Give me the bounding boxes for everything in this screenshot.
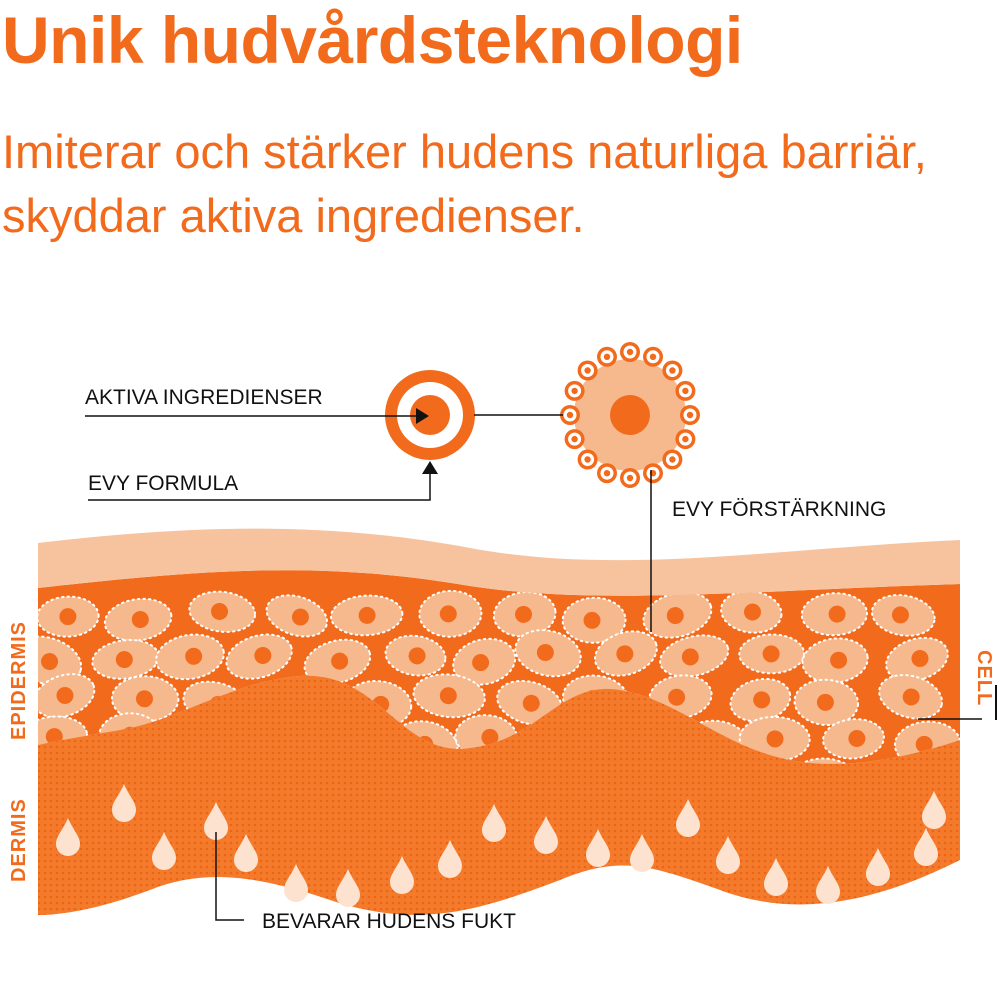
- reinforcement-particle: [620, 342, 640, 362]
- skin-cell: [720, 590, 783, 634]
- reinforcement-particle: [597, 463, 617, 484]
- reinforcement-particle: [564, 429, 585, 450]
- reinforcement-particle: [675, 429, 696, 450]
- skin-cell: [418, 589, 483, 638]
- formula-label: EVY FORMULA: [88, 472, 238, 495]
- reinforcement-particle: [620, 468, 640, 488]
- reinforcement-particle: [597, 346, 617, 367]
- moisture-droplet: [152, 832, 176, 870]
- skin-cell: [492, 591, 557, 638]
- skin-cell: [303, 638, 372, 685]
- reinforcement-particle: [662, 449, 683, 470]
- skin-cell: [330, 594, 404, 637]
- moisture-droplet: [534, 816, 558, 854]
- moisture-droplet: [676, 799, 700, 837]
- skin-cell: [188, 590, 257, 633]
- reinforcement-particle: [577, 360, 598, 381]
- skin-cell: [412, 673, 486, 719]
- epidermis-label: EPIDERMIS: [8, 621, 30, 740]
- page-subtitle: Imiterar och stärker hudens naturliga ba…: [2, 125, 927, 242]
- skin-cell: [793, 678, 860, 727]
- reinforcement-particle: [675, 380, 696, 401]
- reinforcement-particle: [577, 449, 598, 470]
- skin-cell: [265, 594, 329, 638]
- stratum-corneum-layer: [38, 528, 960, 596]
- skin-cell: [514, 629, 582, 678]
- moisture-droplet: [914, 828, 938, 866]
- skin-cell: [594, 630, 658, 677]
- moisture-droplet: [438, 840, 462, 878]
- skin-cell: [225, 633, 293, 680]
- reinforcement-particle: [564, 380, 585, 401]
- moisture-droplet: [866, 848, 890, 886]
- skin-cell: [885, 636, 949, 682]
- moisture-droplet: [630, 834, 654, 872]
- droplet-group: [56, 784, 946, 907]
- skin-cell: [452, 637, 517, 686]
- skin-cell: [659, 634, 730, 678]
- connector-lines: [85, 408, 997, 921]
- skin-cell: [38, 635, 83, 686]
- skin-cell: [642, 591, 713, 639]
- reinforcement-particle: [560, 405, 580, 425]
- moisture-droplet: [284, 864, 308, 902]
- skin-cell: [38, 595, 100, 638]
- moisture-droplet: [922, 791, 946, 829]
- skin-cell: [878, 674, 943, 720]
- formula-icon: [385, 370, 475, 460]
- moisture-droplet: [204, 802, 228, 840]
- page-title: Unik hudvårdsteknologi: [2, 3, 743, 77]
- active-ingredients-label: AKTIVA INGREDIENSER: [85, 386, 323, 409]
- reinforcement-particle: [662, 360, 683, 381]
- skin-cell: [38, 673, 96, 719]
- moisture-label: BEVARAR HUDENS FUKT: [262, 910, 516, 933]
- skin-cell: [561, 596, 627, 644]
- cell-label: CELL: [973, 650, 995, 706]
- moisture-droplet: [56, 818, 80, 856]
- moisture-droplet: [112, 784, 136, 822]
- skin-cell: [496, 679, 563, 726]
- moisture-droplet: [234, 834, 258, 872]
- skin-cell: [822, 718, 885, 760]
- skin-cell: [103, 597, 173, 642]
- skin-cell: [800, 592, 868, 637]
- skin-cell: [789, 757, 858, 764]
- moisture-droplet: [716, 836, 740, 874]
- skin-cell: [384, 634, 447, 677]
- moisture-droplet: [390, 856, 414, 894]
- moisture-droplet: [816, 866, 840, 904]
- moisture-droplet: [336, 869, 360, 907]
- moisture-droplet: [764, 858, 788, 896]
- reinforcement-label: EVY FÖRSTÄRKNING: [672, 498, 886, 521]
- skin-cell: [155, 633, 225, 681]
- reinforcement-particle: [643, 346, 663, 367]
- moisture-droplet: [482, 804, 506, 842]
- dermis-label: DERMIS: [8, 798, 30, 882]
- reinforcement-particle: [643, 463, 663, 484]
- skin-cell: [870, 594, 936, 637]
- reinforcement-particle: [680, 405, 700, 425]
- skin-cell: [738, 633, 806, 675]
- reinforcement-icon: [560, 342, 700, 488]
- moisture-droplet: [586, 829, 610, 867]
